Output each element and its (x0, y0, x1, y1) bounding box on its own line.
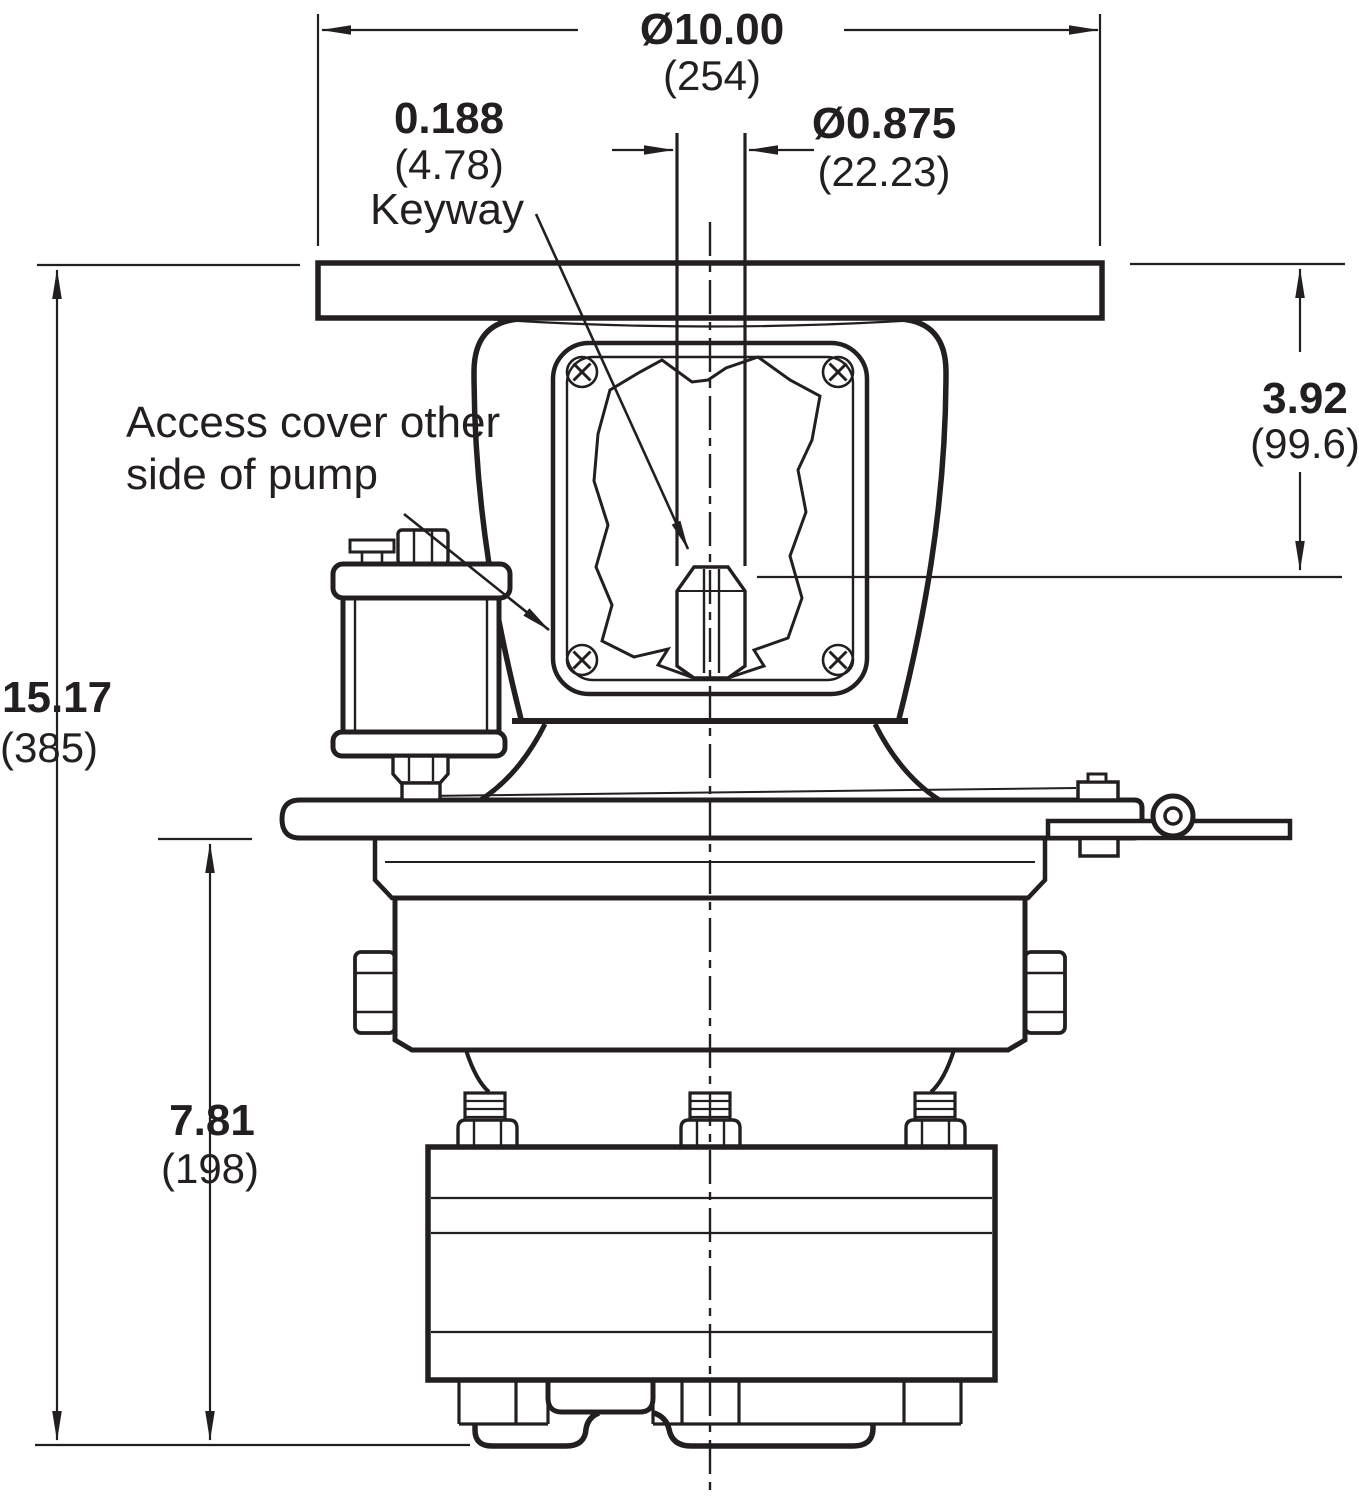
keyway-label: Keyway (370, 185, 524, 234)
mounting-plate (279, 797, 1145, 841)
cover-screw-br (821, 643, 855, 677)
access-cover-leader-line (403, 512, 550, 632)
mounting-plate-face-line (423, 787, 1077, 797)
leader-lines (403, 213, 690, 632)
cover-screws (565, 355, 855, 677)
casting-leg-right (929, 1049, 956, 1094)
foot-left (472, 1410, 601, 1449)
dimension-lines (35, 14, 1345, 1447)
shaft-extension-metric: (99.6) (1250, 420, 1359, 467)
oil-cup-hex-fitting (396, 528, 450, 566)
bearing-drum (392, 895, 1028, 1053)
latch-block-top (1076, 780, 1120, 802)
oil-cup (330, 528, 513, 802)
keyway-leader-line (534, 213, 690, 550)
cover-screw-tl (565, 355, 599, 389)
base-height-value: 7.81 (169, 1096, 255, 1145)
keyway-metric: (4.78) (394, 141, 504, 188)
pump-block (425, 1144, 998, 1383)
shaft-extension-value: 3.92 (1262, 374, 1348, 423)
shaft-diameter-value: Ø0.875 (812, 99, 956, 148)
latch-nub (1086, 772, 1108, 784)
hinge-pivot-hole (1163, 806, 1183, 826)
inspection-window (592, 355, 822, 680)
stud-right (904, 1091, 967, 1149)
dimension-text: Ø10.00 (254) 0.188 (4.78) Keyway Ø0.875 … (0, 5, 1359, 1192)
cover-screw-bl (565, 643, 599, 677)
latch-block-bottom (1078, 836, 1120, 858)
oil-cup-nut (391, 754, 450, 785)
side-bolt-right (1023, 950, 1067, 1035)
overall-height-value: 15.17 (2, 673, 112, 722)
oil-cup-tee-cap (348, 538, 396, 554)
pedestal-wall-right (896, 316, 949, 720)
shaft-diameter-metric: (22.23) (817, 148, 950, 195)
side-bolt-left (353, 950, 397, 1035)
base-height-metric: (198) (161, 1145, 259, 1192)
stud-left (456, 1091, 519, 1149)
oil-cup-bottom-cap (330, 729, 508, 759)
flange-diameter-metric: (254) (663, 52, 761, 99)
pedestal-wall-left (471, 316, 524, 720)
access-cover-note-line1: Access cover other (126, 398, 500, 447)
center-pocket (545, 1380, 656, 1415)
foot-right (653, 1410, 876, 1449)
keyway-value: 0.188 (394, 94, 504, 143)
oil-cup-collar (400, 781, 442, 802)
oil-cup-top-cap (330, 561, 513, 601)
access-cover-note-line2: side of pump (126, 450, 378, 499)
cover-screw-tr (821, 355, 855, 389)
flange-diameter-value: Ø10.00 (640, 5, 784, 54)
pedestal-flare-right (872, 722, 943, 804)
casting-leg-left (464, 1049, 491, 1094)
oil-cup-body (340, 595, 502, 735)
overall-height-metric: (385) (0, 724, 98, 771)
bottom-tabs (457, 1380, 963, 1426)
